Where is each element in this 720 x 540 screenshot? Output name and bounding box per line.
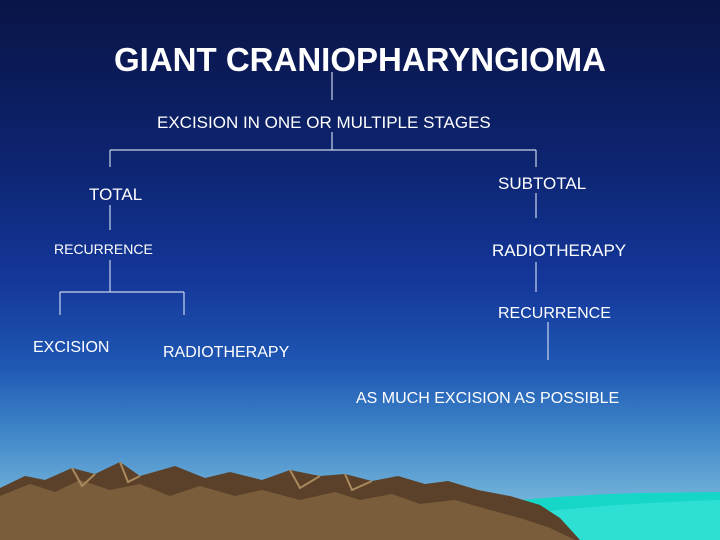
node-radiotherapy-right: RADIOTHERAPY	[492, 241, 627, 260]
node-max-excision: AS MUCH EXCISION AS POSSIBLE	[356, 390, 620, 407]
node-subtotal: SUBTOTAL	[498, 174, 587, 193]
node-total: TOTAL	[89, 185, 143, 204]
node-recurrence-right: RECURRENCE	[498, 305, 611, 322]
mountain-ridge-highlights	[71, 461, 373, 492]
page-title: GIANT CRANIOPHARYNGIOMA	[114, 41, 606, 78]
node-radiotherapy-left: RADIOTHERAPY	[163, 344, 290, 361]
node-excision-stages: EXCISION IN ONE OR MULTIPLE STAGES	[157, 113, 491, 132]
node-excision: EXCISION	[33, 339, 110, 356]
node-recurrence-left: RECURRENCE	[54, 241, 153, 257]
mountain-range-front	[0, 480, 575, 540]
